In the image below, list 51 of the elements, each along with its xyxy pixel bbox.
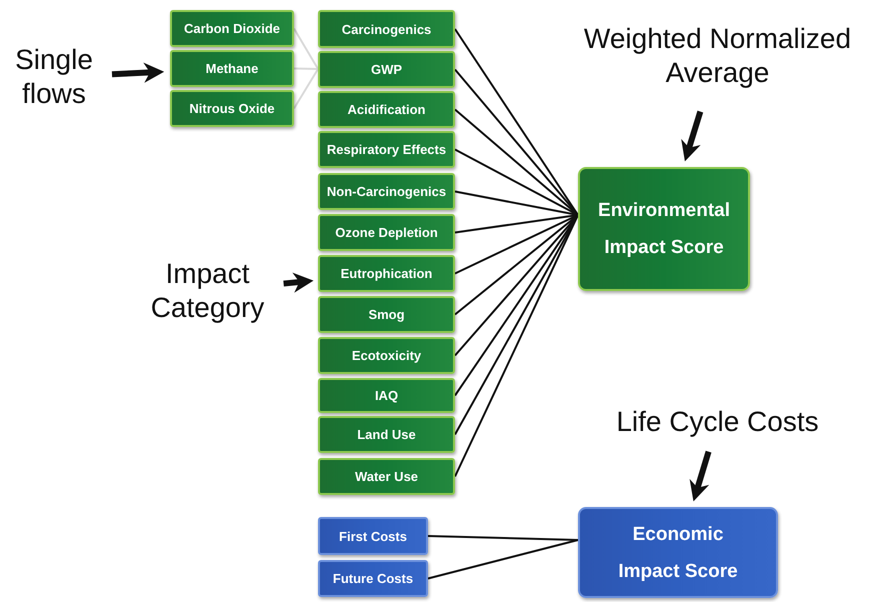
- annotation-text: Life Cycle Costs: [616, 405, 819, 439]
- pointer-arrow: [112, 62, 164, 83]
- category-box: [318, 214, 455, 251]
- box-label: Environmental Impact Score: [598, 199, 730, 260]
- connector-line: [428, 535, 578, 541]
- cost-box: [318, 517, 428, 555]
- box-label: Ozone Depletion: [335, 225, 438, 240]
- score-box: [578, 507, 778, 598]
- score-box: [578, 167, 750, 291]
- box-label: Nitrous Oxide: [189, 101, 275, 116]
- box-label: Methane: [206, 61, 258, 76]
- box-label: Ecotoxicity: [352, 348, 422, 363]
- category-box: [318, 416, 455, 453]
- cost-box: [318, 560, 428, 597]
- box-label: Carcinogenics: [342, 22, 432, 36]
- box-label: Economic Impact Score: [617, 522, 739, 584]
- category-box: [318, 131, 455, 168]
- connector-line: [293, 28, 319, 70]
- box-label: GWP: [370, 62, 402, 77]
- pointer-arrow: [681, 110, 704, 162]
- pointer-arrow: [690, 450, 712, 502]
- category-box: [318, 296, 455, 333]
- connector-line: [428, 539, 578, 580]
- connector-line: [293, 68, 319, 110]
- flow-box: [170, 90, 294, 127]
- box-label: Carbon Dioxide: [184, 21, 280, 36]
- box-label: Respiratory Effects: [326, 142, 446, 157]
- box-label: Water Use: [354, 469, 418, 484]
- flow-box: [170, 50, 294, 87]
- category-box: [318, 378, 455, 413]
- box-label: IAQ: [374, 388, 398, 403]
- box-label: Eutrophication: [340, 266, 432, 281]
- category-box: [318, 51, 455, 88]
- category-box: [318, 337, 455, 374]
- flow-box: [170, 10, 294, 47]
- box-label: Smog: [368, 307, 405, 322]
- category-box: [318, 255, 455, 292]
- annotation-text: Weighted Normalized Average: [582, 22, 852, 90]
- category-box: [318, 173, 455, 210]
- box-label: Land Use: [357, 427, 416, 442]
- pointer-arrow: [283, 272, 314, 293]
- category-box: [318, 458, 455, 495]
- box-label: First Costs: [339, 528, 407, 544]
- annotation-text: Single flows: [14, 43, 94, 111]
- category-box: [318, 10, 455, 48]
- box-label: Future Costs: [332, 571, 414, 586]
- annotation-text: Impact Category: [150, 257, 266, 325]
- connector-line: [294, 68, 318, 70]
- box-label: Acidification: [347, 102, 426, 117]
- category-box: [318, 91, 455, 128]
- box-label: Non-Carcinogenics: [326, 184, 446, 199]
